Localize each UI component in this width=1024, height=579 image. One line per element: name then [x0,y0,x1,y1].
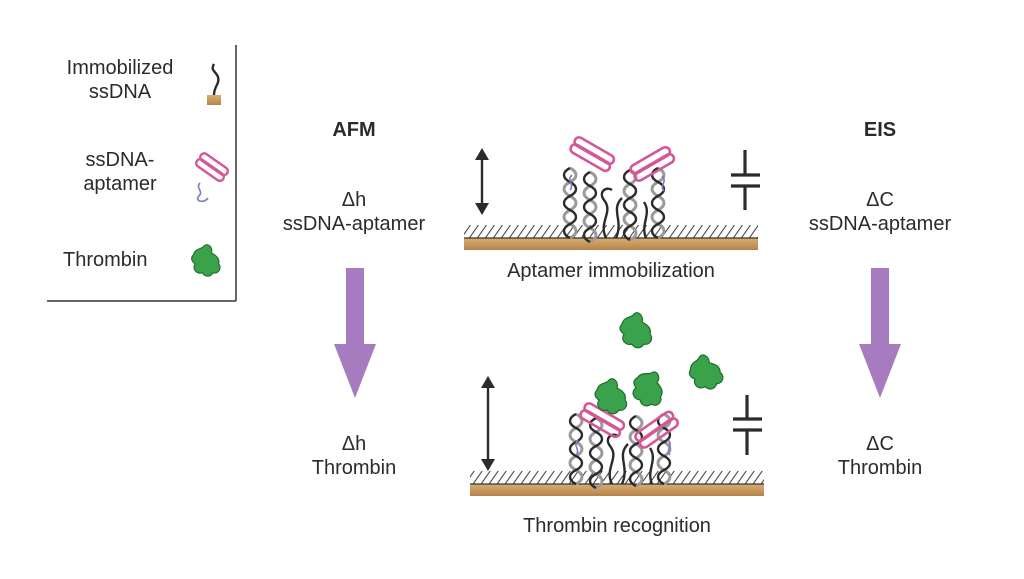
top-surface [464,225,758,250]
bottom-capacitor-icon [733,395,762,455]
legend-immobilized-ssdna-label: Immobilized ssDNA [50,58,190,102]
afm-flow-arrow [334,268,376,398]
eis-bottom-delta: ΔC [866,433,894,455]
eis-top-label: ΔC ssDNA-aptamer [780,190,980,234]
eis-top-subject: ssDNA-aptamer [808,213,952,235]
legend-aptamer-label: ssDNA- aptamer [60,150,180,194]
top-aptamers [567,134,677,192]
legend-immobilized-line2: ssDNA [88,81,152,103]
eis-bottom-subject: Thrombin [837,457,923,479]
afm-bottom-label: Δh Thrombin [284,434,424,478]
bottom-height-double-arrow-icon [481,376,495,471]
legend-box [47,45,237,302]
bottom-panel-caption: Thrombin recognition [523,515,711,537]
legend-immobilized-line1: Immobilized [66,57,174,79]
ssdna-strand-icon [207,63,221,105]
afm-bottom-subject: Thrombin [311,457,397,479]
eis-flow-arrow [859,268,901,398]
top-capacitor-icon [731,150,760,210]
afm-title: AFM [332,119,376,141]
afm-top-delta: Δh [341,189,367,211]
afm-top-subject: ssDNA-aptamer [282,213,426,235]
afm-top-label: Δh ssDNA-aptamer [254,190,454,234]
eis-bottom-label: ΔC Thrombin [810,434,950,478]
top-dna-layer [562,166,666,244]
bottom-surface [470,471,764,496]
afm-bottom-delta: Δh [341,433,367,455]
aptamer-hairpin-icon [194,152,230,203]
top-height-double-arrow-icon [475,148,489,215]
eis-top-delta: ΔC [866,189,894,211]
thrombin-blob-icon [191,244,221,277]
top-panel-caption: Aptamer immobilization [507,260,715,282]
legend-aptamer-line2: aptamer [83,173,157,195]
legend-aptamer-line1: ssDNA- [85,149,155,171]
legend-thrombin-label: Thrombin [63,249,148,271]
thrombin-molecules [594,312,726,415]
eis-title: EIS [863,119,897,141]
bottom-aptamers [575,400,681,456]
